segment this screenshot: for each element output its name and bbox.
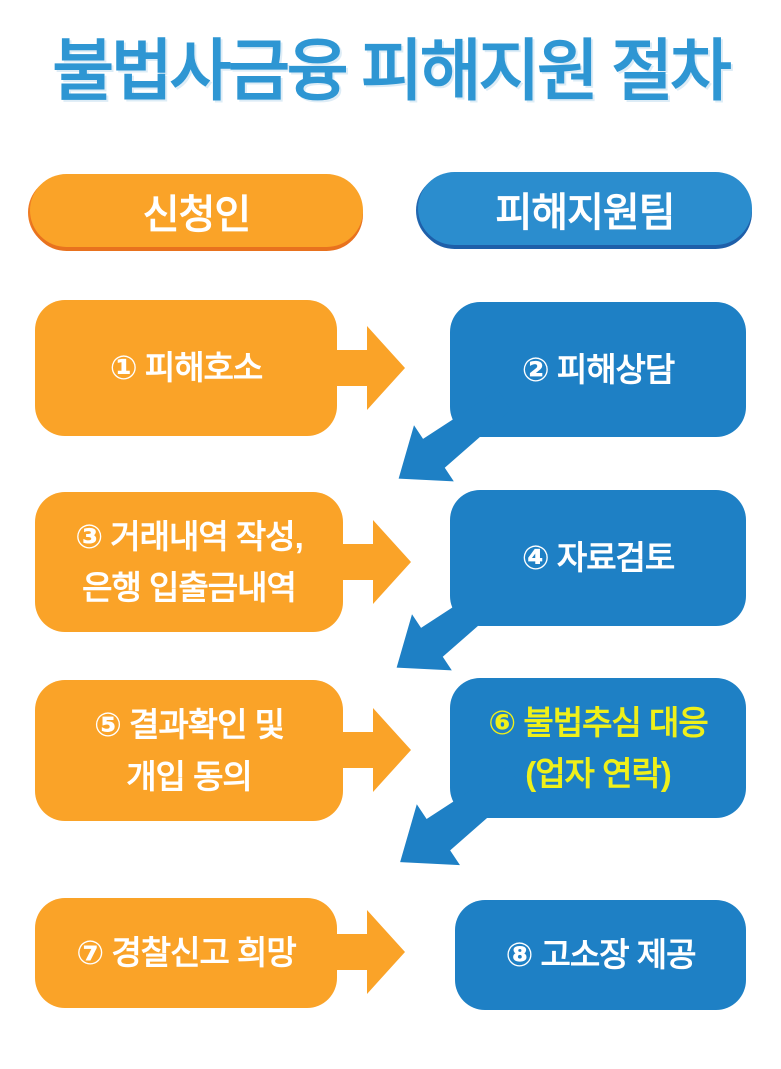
column-header-support-team-label: 피해지원팀 — [495, 190, 676, 235]
step-box-8-complaint-document: ⑧ 고소장 제공 — [455, 900, 746, 1010]
step-6-label-line2: (업자 연락) — [525, 755, 672, 792]
flow-arrow-right-icon-3 — [337, 708, 411, 792]
column-header-applicant-label: 신청인 — [142, 192, 251, 237]
step-3-label-line2: 은행 입출금내역 — [82, 569, 297, 606]
step-box-5-result-consent: ⑤ 결과확인 및 개입 동의 — [35, 680, 343, 821]
step-1-label: ① 피해호소 — [109, 349, 264, 387]
step-4-label: ④ 자료검토 — [521, 539, 676, 577]
step-8-label: ⑧ 고소장 제공 — [505, 936, 696, 974]
step-2-label: ② 피해상담 — [521, 350, 676, 388]
column-header-applicant: 신청인 — [30, 174, 363, 247]
step-box-1-complaint: ① 피해호소 — [35, 300, 337, 436]
column-header-support-team: 피해지원팀 — [418, 172, 752, 245]
page-title: 불법사금융 피해지원 절차 — [52, 34, 731, 109]
step-box-4-data-review: ④ 자료검토 — [450, 490, 746, 626]
flow-arrow-down-left-icon-2 — [396, 579, 509, 671]
step-box-3-transaction-records: ③ 거래내역 작성, 은행 입출금내역 — [35, 492, 343, 632]
flow-arrow-right-icon-1 — [331, 326, 405, 410]
step-5-label-line1: ⑤ 결과확인 및 — [93, 706, 285, 744]
step-box-7-police-report: ⑦ 경찰신고 희망 — [35, 898, 337, 1008]
flow-arrow-right-icon-4 — [331, 910, 405, 994]
flow-arrow-down-left-icon-1 — [398, 390, 511, 482]
step-7-label: ⑦ 경찰신고 희망 — [76, 934, 296, 972]
step-6-label-line1: ⑥ 불법추심 대응 — [488, 703, 708, 741]
flow-arrow-right-icon-2 — [337, 520, 411, 604]
step-3-label-line1: ③ 거래내역 작성, — [75, 517, 304, 555]
flow-arrow-down-left-icon-3 — [400, 766, 522, 866]
step-5-label-line2: 개입 동의 — [126, 757, 253, 795]
